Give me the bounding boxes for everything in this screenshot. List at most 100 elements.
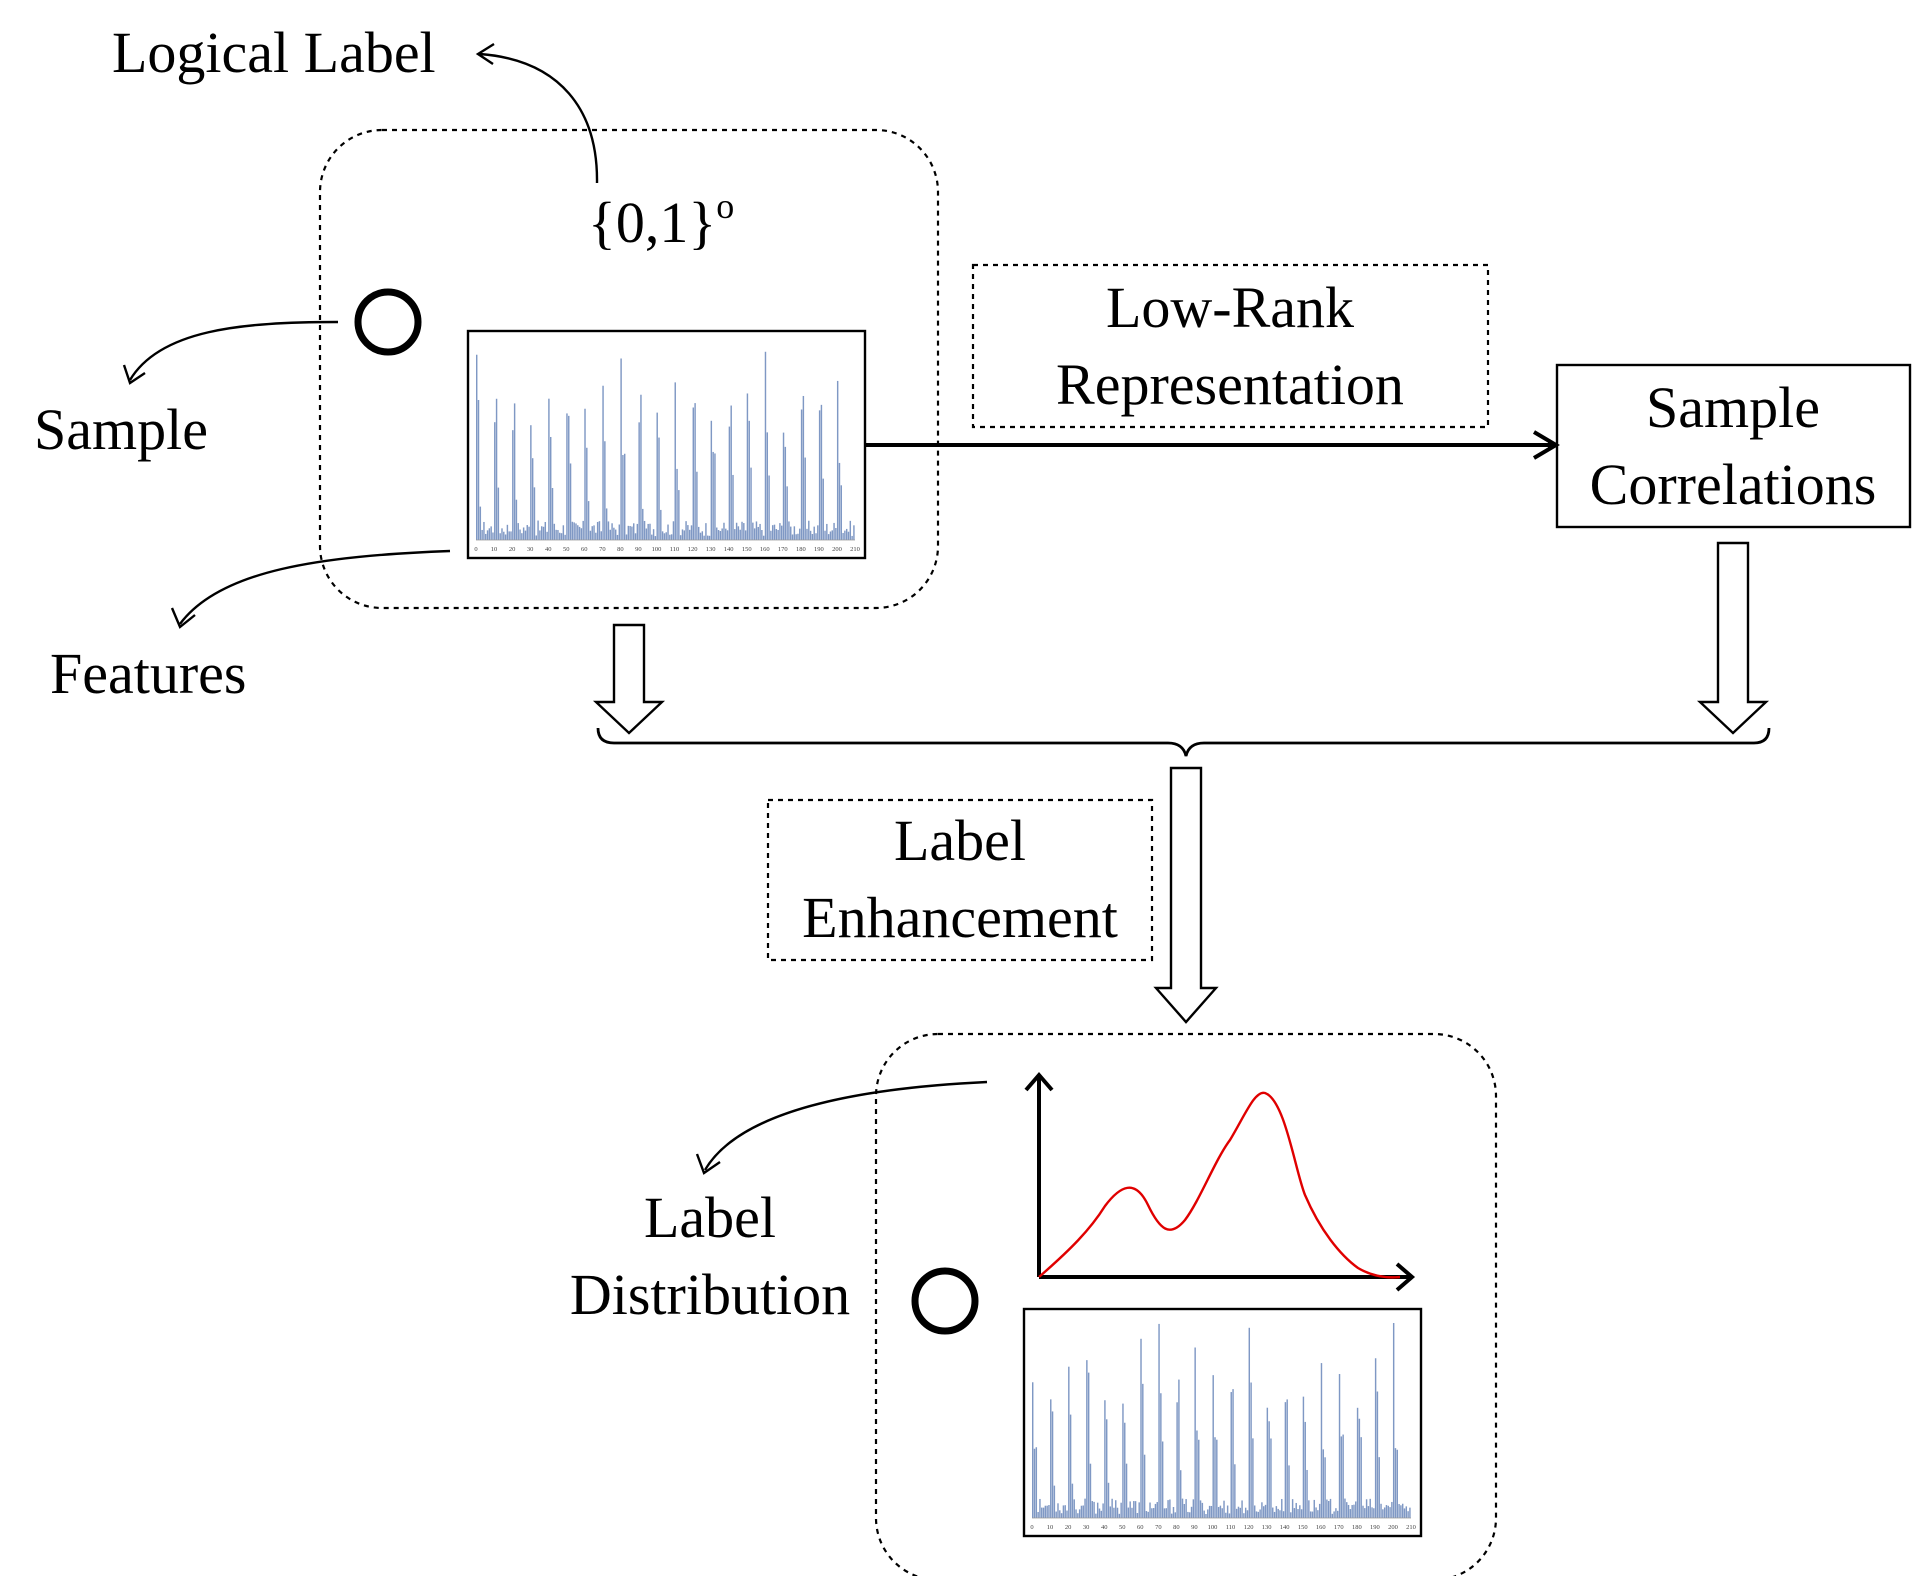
- feature-bar: [1208, 1505, 1211, 1518]
- feature-bar: [1068, 1366, 1070, 1518]
- feature-bar: [629, 526, 631, 540]
- feature-bar: [1160, 1393, 1162, 1518]
- feature-bar: [652, 529, 655, 540]
- feature-bar: [1324, 1457, 1326, 1518]
- feature-bar: [1194, 1347, 1196, 1518]
- feature-bar: [1205, 1514, 1207, 1518]
- feature-bar: [508, 531, 510, 540]
- feature-bar: [697, 526, 700, 540]
- feature-bar: [750, 467, 752, 540]
- feature-bar: [1060, 1513, 1063, 1518]
- feature-bar: [1127, 1507, 1130, 1518]
- feature-bar: [1371, 1507, 1373, 1518]
- feature-bar: [1277, 1508, 1279, 1518]
- feature-bar: [573, 522, 575, 540]
- feature-bar: [1364, 1508, 1366, 1518]
- sample-pointer-arrowhead: [122, 364, 146, 385]
- chart-tick-label: 40: [545, 546, 552, 553]
- feature-bar: [741, 521, 743, 540]
- chart-tick-label: 170: [778, 546, 788, 553]
- feature-bar: [1281, 1498, 1283, 1518]
- feature-bar: [1337, 1510, 1339, 1518]
- feature-bar: [1138, 1502, 1140, 1518]
- feature-bar: [836, 380, 839, 540]
- chart-tick-label: 190: [1370, 1524, 1380, 1531]
- feature-bar: [1358, 1418, 1361, 1518]
- feature-bar: [559, 532, 561, 540]
- feature-bar: [1216, 1439, 1218, 1518]
- feature-bar: [501, 528, 503, 540]
- feature-bar: [1046, 1505, 1048, 1518]
- feature-bar: [1096, 1502, 1099, 1518]
- feature-bar: [1196, 1430, 1198, 1518]
- feature-bar: [1297, 1509, 1299, 1518]
- feature-bar: [764, 351, 767, 540]
- feature-bar: [824, 530, 826, 540]
- feature-bar: [827, 534, 830, 540]
- feature-bar: [1263, 1506, 1265, 1518]
- feature-bar: [1293, 1508, 1296, 1518]
- feature-bar: [607, 521, 610, 540]
- feature-bar: [1228, 1513, 1231, 1518]
- feature-bar: [1347, 1504, 1350, 1518]
- feature-bar: [1042, 1507, 1045, 1518]
- down-arrow-center: [1153, 766, 1219, 1024]
- feature-bar: [1033, 1448, 1036, 1518]
- feature-bar: [1241, 1500, 1243, 1518]
- feature-bar: [1398, 1504, 1400, 1518]
- feature-bar: [564, 534, 566, 540]
- feature-bar: [1167, 1500, 1169, 1518]
- feature-bar: [1346, 1502, 1348, 1518]
- feature-bar: [762, 535, 765, 540]
- feature-bar: [791, 534, 794, 540]
- feature-bar: [779, 523, 781, 540]
- feature-bar: [734, 529, 736, 540]
- feature-bar: [499, 533, 501, 540]
- feature-bar: [761, 530, 763, 540]
- feature-bar: [710, 420, 713, 540]
- feature-bar: [631, 526, 633, 540]
- feature-bar: [1367, 1506, 1370, 1518]
- feature-bar: [1082, 1505, 1084, 1518]
- feature-bar: [539, 530, 541, 540]
- feature-bar: [1201, 1502, 1204, 1518]
- feature-bar: [1102, 1503, 1104, 1518]
- feature-bar: [568, 415, 570, 540]
- feature-bar: [1055, 1511, 1057, 1518]
- feature-bar: [1329, 1498, 1332, 1518]
- feature-bar: [1190, 1506, 1193, 1518]
- feature-bar: [595, 532, 597, 540]
- feature-bar: [1133, 1501, 1135, 1518]
- chart-tick-label: 10: [1047, 1524, 1054, 1531]
- chart-tick-label: 170: [1334, 1524, 1344, 1531]
- feature-bar: [759, 523, 761, 540]
- chart-tick-label: 200: [1388, 1524, 1398, 1531]
- feature-bar: [1093, 1501, 1095, 1518]
- feature-bar: [1409, 1507, 1411, 1518]
- feature-bar: [1189, 1512, 1191, 1518]
- feature-bar: [557, 530, 559, 540]
- feature-bar: [1327, 1501, 1330, 1518]
- feature-bar: [712, 451, 714, 540]
- feature-bar: [1342, 1434, 1344, 1518]
- feature-bar: [483, 521, 485, 540]
- feature-bar: [800, 409, 803, 540]
- feature-bar: [605, 508, 608, 540]
- feature-bar: [707, 535, 709, 540]
- feature-bar: [844, 530, 846, 540]
- feature-bar: [739, 529, 741, 540]
- feature-bar: [591, 526, 593, 540]
- feature-bar: [1080, 1505, 1083, 1518]
- feature-bar: [1326, 1499, 1328, 1518]
- feature-bar: [1041, 1507, 1043, 1518]
- label-distribution-curve: [1038, 1091, 1401, 1279]
- feature-bar: [1064, 1505, 1066, 1518]
- feature-bar: [728, 426, 731, 540]
- chart-tick-label: 30: [1083, 1524, 1090, 1531]
- feature-bar: [1203, 1510, 1205, 1518]
- feature-bar: [620, 358, 622, 540]
- feature-bar: [1225, 1512, 1227, 1518]
- feature-bar: [1118, 1513, 1121, 1518]
- feature-bar: [510, 531, 512, 540]
- label-enhancement-line1: Label: [894, 808, 1026, 873]
